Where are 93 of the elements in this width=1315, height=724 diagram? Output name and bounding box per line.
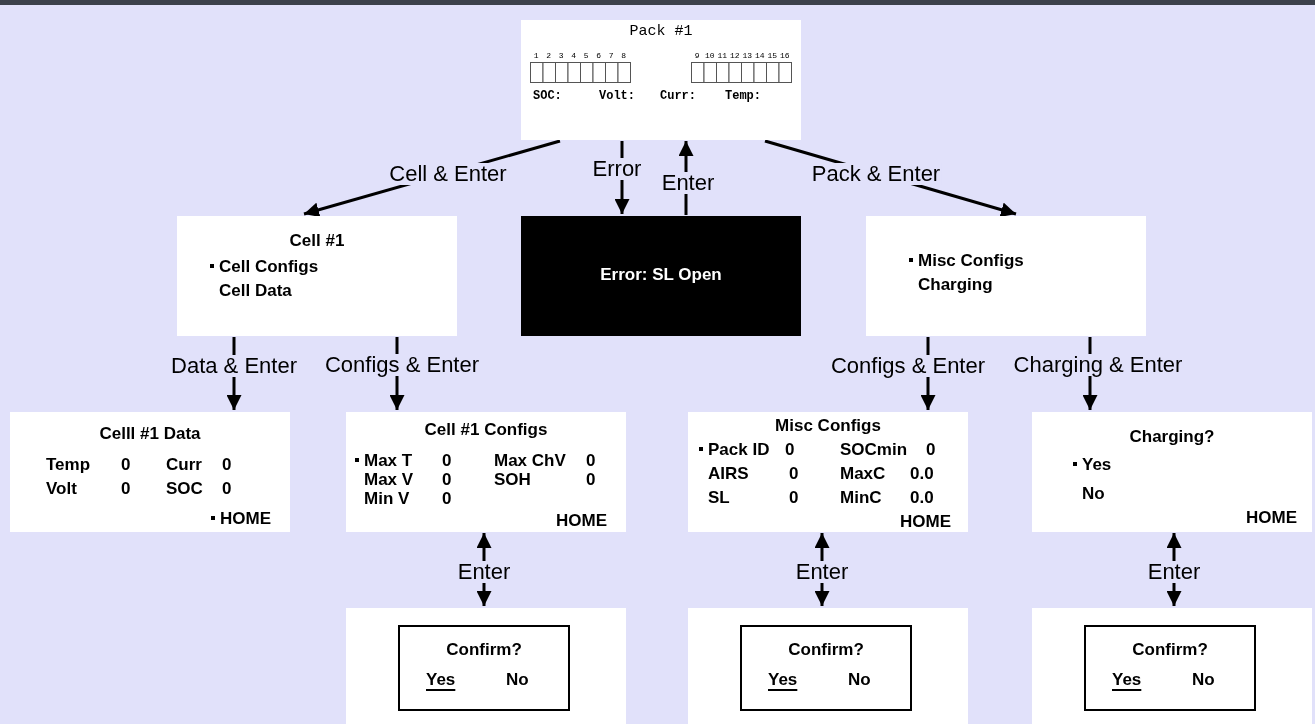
screen-title: Misc Configs <box>774 417 882 434</box>
field-label: Volt <box>46 480 77 497</box>
screen-title: Celll #1 Data <box>98 425 202 442</box>
home-option: HOME <box>900 513 951 530</box>
field-label: Max T <box>364 452 413 469</box>
menu-item: Charging <box>918 276 993 293</box>
option-text: Yes <box>768 671 798 688</box>
option-text: No <box>506 671 529 688</box>
field-label: MinC <box>840 489 882 506</box>
screen-title: Cell #1 Configs <box>423 421 549 438</box>
screen-box <box>521 20 801 140</box>
confirm-dialog <box>398 625 570 711</box>
field-label: SL <box>708 489 730 506</box>
screen-box <box>688 608 968 724</box>
field-label: Pack ID <box>708 441 770 458</box>
field-label: Max ChV <box>494 452 566 469</box>
reading-label: Temp: <box>725 90 761 102</box>
reading-label: Curr: <box>660 90 696 102</box>
cell-number: 5 <box>582 52 590 60</box>
field-value: 0 <box>586 471 596 488</box>
field-label: MaxC <box>840 465 886 482</box>
field-label: SOCmin <box>840 441 908 458</box>
cell-number: 16 <box>778 52 791 60</box>
reading-label: SOC: <box>533 90 562 102</box>
reading-label: Volt: <box>599 90 635 102</box>
error-screen <box>521 216 801 336</box>
data-screen <box>10 412 290 532</box>
field-label: Min V <box>364 490 410 507</box>
menu-item: No <box>1082 485 1105 502</box>
field-value: 0.0 <box>910 489 934 506</box>
screen-title: Charging? <box>1128 428 1216 445</box>
option-text: Yes <box>1112 671 1142 688</box>
dialog-title: Confirm? <box>445 641 523 658</box>
field-value: 0 <box>926 441 936 458</box>
dialog-title: Confirm? <box>1131 641 1209 658</box>
cell-number: 2 <box>545 52 553 60</box>
field-value: 0 <box>442 490 452 507</box>
cell-number: 10 <box>703 52 716 60</box>
field-value: 0 <box>442 452 452 469</box>
cell-number: 1 <box>532 52 540 60</box>
menu-screen <box>177 216 457 336</box>
cell-number: 14 <box>753 52 766 60</box>
field-value: 0 <box>442 471 452 488</box>
confirm-dialog <box>1084 625 1256 711</box>
cell-number: 8 <box>620 52 628 60</box>
field-value: 0.0 <box>910 465 934 482</box>
cell-number: 12 <box>728 52 741 60</box>
field-value: 0 <box>789 465 799 482</box>
screen-title: Pack #1 <box>628 24 694 39</box>
config-screen <box>688 412 968 532</box>
menu-item: Misc Configs <box>918 252 1024 269</box>
option-text: No <box>848 671 871 688</box>
confirm-dialog <box>740 625 912 711</box>
field-label: Max V <box>364 471 414 488</box>
field-label: Curr <box>166 456 202 473</box>
menu-item: Cell Configs <box>219 258 319 275</box>
screen-box <box>346 608 626 724</box>
home-option: HOME <box>220 510 271 527</box>
field-label: SOH <box>494 471 531 488</box>
config-screen <box>346 412 626 532</box>
option-text: Yes <box>426 671 456 688</box>
menu-screen <box>1032 412 1312 532</box>
field-value: 0 <box>121 480 131 497</box>
error-message: Error: SL Open <box>599 266 723 283</box>
field-label: AIRS <box>708 465 749 482</box>
cell-number: 7 <box>607 52 615 60</box>
home-option: HOME <box>556 512 607 529</box>
menu-item: Cell Data <box>219 282 292 299</box>
cell-number: 9 <box>693 52 701 60</box>
field-label: SOC <box>166 480 203 497</box>
cell-number: 3 <box>557 52 565 60</box>
edge-label: Charging & Enter <box>1011 354 1185 376</box>
field-value: 0 <box>785 441 795 458</box>
cell-number: 15 <box>766 52 779 60</box>
field-value: 0 <box>121 456 131 473</box>
cell-number: 11 <box>716 52 729 60</box>
field-value: 0 <box>586 452 596 469</box>
home-option: HOME <box>1246 509 1297 526</box>
cell-number: 4 <box>570 52 578 60</box>
field-label: Temp <box>46 456 91 473</box>
menu-screen <box>866 216 1146 336</box>
edge-label: Data & Enter <box>169 355 299 377</box>
dialog-title: Confirm? <box>787 641 865 658</box>
field-value: 0 <box>789 489 799 506</box>
field-value: 0 <box>222 480 232 497</box>
cell-number: 6 <box>595 52 603 60</box>
screen-box <box>1032 608 1312 724</box>
cell-number: 13 <box>741 52 754 60</box>
edge-label: Cell & Enter <box>387 163 509 185</box>
screen-title: Cell #1 <box>288 232 346 249</box>
option-text: No <box>1192 671 1215 688</box>
menu-item: Yes <box>1082 456 1112 473</box>
field-value: 0 <box>222 456 232 473</box>
